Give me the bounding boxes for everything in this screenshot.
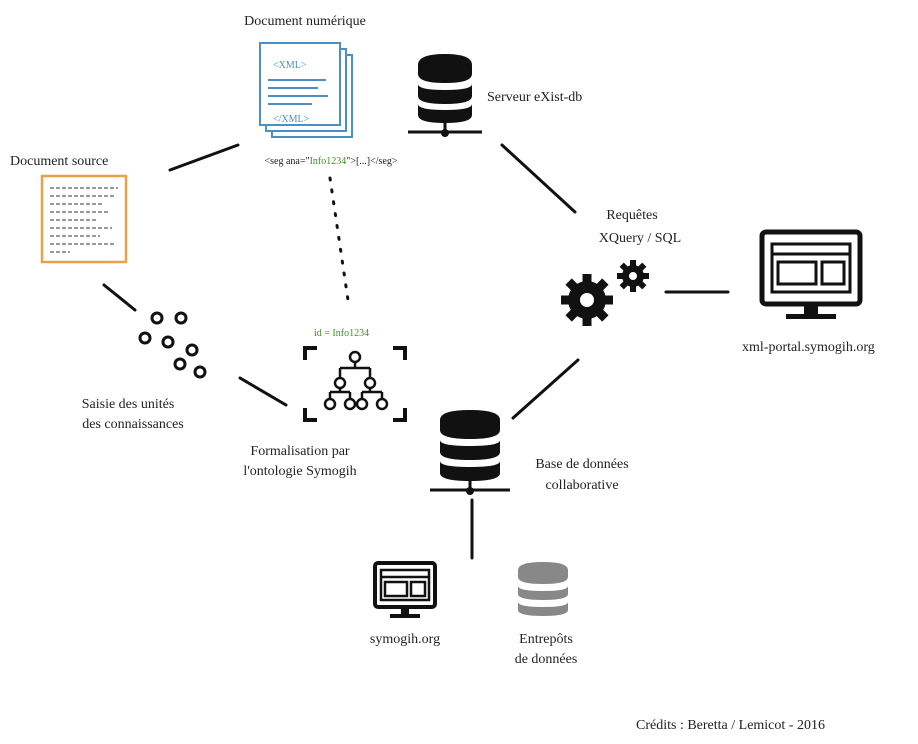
connector-lines — [102, 143, 730, 560]
xml-open-tag: <XML> — [273, 60, 307, 71]
knowledge-units-icon — [138, 311, 207, 379]
xml-close-tag: </XML> — [273, 114, 310, 125]
server-database-icon — [408, 54, 482, 137]
collaborative-database-icon — [430, 410, 510, 495]
entrepots-line1: Entrepôts — [519, 632, 573, 647]
symogih-monitor-icon — [373, 561, 437, 618]
seg-annotation: <seg ana="Info1234">[...]</seg> — [264, 152, 397, 171]
entrepots-line2: de données — [514, 652, 578, 667]
gears-icon — [561, 260, 649, 326]
doc-source-title: Document source — [10, 154, 109, 169]
portal-monitor-icon — [759, 229, 863, 319]
symogih-label: symogih.org — [369, 632, 441, 647]
ontology-hierarchy-icon — [303, 346, 407, 422]
formalisation-line1: Formalisation par — [250, 444, 350, 459]
id-label: id = Info1234 — [314, 328, 370, 339]
saisie-line1: Saisie des unités — [81, 397, 175, 412]
xml-document-icon — [259, 42, 353, 138]
requetes-line1: Requêtes — [606, 208, 658, 223]
link-dotted — [328, 176, 350, 302]
requetes-line2: XQuery / SQL — [598, 231, 682, 246]
doc-numerique-title: Document numérique — [244, 14, 366, 29]
warehouse-database-icon — [518, 562, 568, 616]
portal-label: xml-portal.symogih.org — [742, 340, 875, 355]
formalisation-line2: l'ontologie Symogih — [243, 464, 357, 479]
credits: Crédits : Beretta / Lemicot - 2016 — [636, 718, 825, 733]
base-line1: Base de données — [535, 457, 629, 472]
seg-id-value: Info1234 — [309, 156, 347, 167]
saisie-line2: des connaissances — [82, 417, 184, 432]
base-line2: collaborative — [545, 478, 619, 493]
server-label: Serveur eXist-db — [487, 90, 583, 105]
source-document-icon — [40, 174, 128, 264]
seg-prefix: <seg ana=" — [264, 156, 310, 167]
seg-suffix: ">[...]</seg> — [346, 156, 398, 167]
